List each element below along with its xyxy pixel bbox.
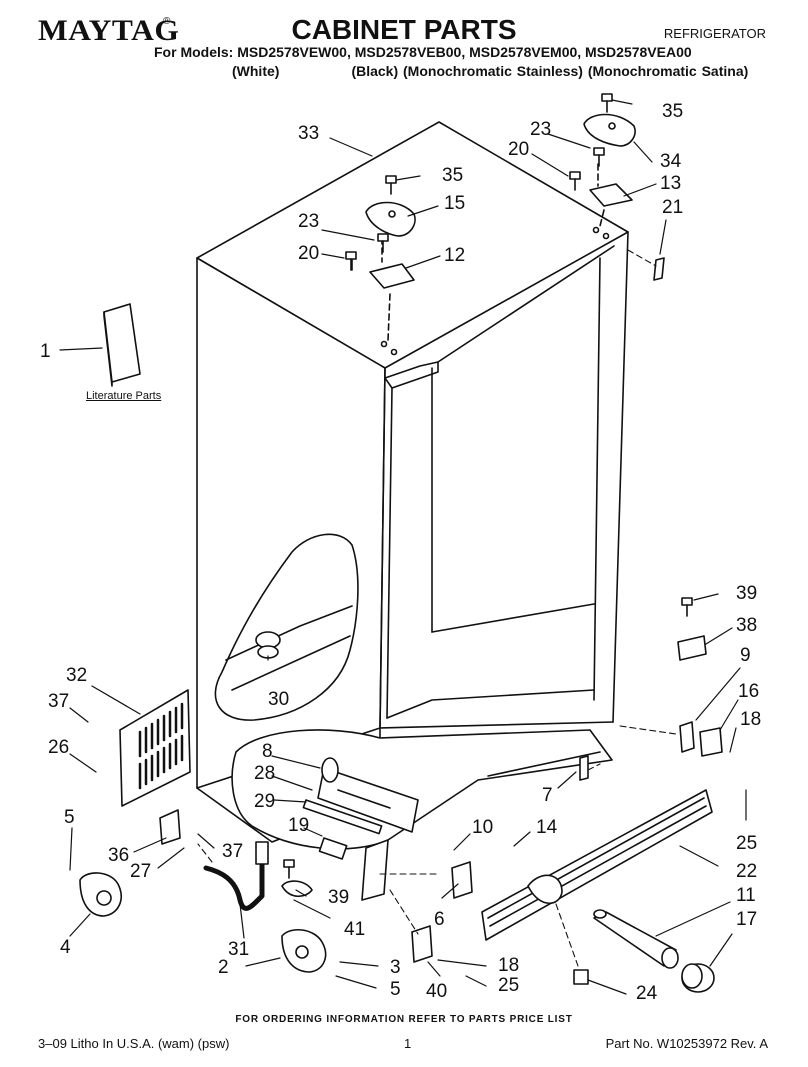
rear-access-cover: [119, 689, 191, 807]
callout-25b: 25: [498, 975, 520, 996]
condenser-assembly: [302, 757, 419, 901]
callout-34: 34: [660, 151, 682, 172]
callout-26: 26: [48, 737, 70, 758]
callout-37b: 37: [222, 841, 244, 862]
callout-8: 8: [262, 741, 273, 762]
lower-rear-parts: [79, 631, 327, 973]
top-hinge-freezer: [351, 201, 416, 356]
finish-others: (Black) (Monochromatic Stainless) (Monoc…: [351, 63, 749, 79]
toe-grille: [481, 789, 713, 941]
cabinet-shell: [196, 121, 629, 850]
misc-brackets: [411, 635, 723, 985]
callout-17: 17: [736, 909, 758, 930]
callout-28: 28: [254, 763, 276, 784]
callout-10: 10: [472, 817, 494, 838]
literature-parts-illustration: [103, 303, 141, 387]
callout-25: 25: [736, 833, 758, 854]
product-category: REFRIGERATOR: [663, 26, 766, 41]
callout-29: 29: [254, 791, 276, 812]
callout-33: 33: [298, 123, 320, 144]
dashed-guides: [197, 249, 677, 967]
callout-13: 13: [660, 173, 682, 194]
callout-31: 31: [228, 939, 250, 960]
water-filter: [593, 909, 679, 969]
callout-3: 3: [390, 957, 401, 978]
callout-23b: 23: [530, 119, 552, 140]
finish-white: (White): [232, 63, 280, 79]
callout-32: 32: [66, 665, 88, 686]
callout-40: 40: [426, 981, 448, 1002]
callout-5b: 5: [390, 979, 401, 1000]
callout-27: 27: [130, 861, 152, 882]
callout-5: 5: [64, 807, 75, 828]
filter-cap: [681, 963, 715, 993]
callout-11: 11: [736, 885, 756, 906]
callout-14: 14: [536, 817, 558, 838]
callout-24: 24: [636, 983, 658, 1004]
ordering-note: FOR ORDERING INFORMATION REFER TO PARTS …: [235, 1014, 573, 1025]
callout-leaders: [59, 99, 747, 995]
finishes-line: (White) (Black) (Monochromatic Stainless)…: [232, 63, 748, 79]
callout-2: 2: [218, 957, 229, 978]
part-number: Part No. W10253972 Rev. A: [605, 1036, 768, 1051]
brand-registered-mark: ®: [163, 16, 171, 27]
literature-parts-label: Literature Parts: [86, 390, 162, 402]
callout-1: 1: [40, 341, 51, 362]
callout-20b: 20: [508, 139, 530, 160]
callout-35b: 35: [442, 165, 464, 186]
page-title: CABINET PARTS: [291, 14, 517, 45]
print-info: 3–09 Litho In U.S.A. (wam) (psw): [38, 1036, 230, 1051]
callout-22: 22: [736, 861, 758, 882]
brand-logo: MAYTAG: [38, 14, 180, 47]
top-hinge-fresh-food: [583, 113, 665, 281]
page-number: 1: [404, 1036, 412, 1051]
screw-icons: [283, 93, 693, 879]
callout-39b: 39: [328, 887, 350, 908]
callout-20: 20: [298, 243, 320, 264]
callout-18b: 18: [498, 955, 520, 976]
callout-4: 4: [60, 937, 71, 958]
callout-30: 30: [268, 689, 290, 710]
callout-15: 15: [444, 193, 466, 214]
callout-37: 37: [48, 691, 70, 712]
models-line: For Models: MSD2578VEW00, MSD2578VEB00, …: [154, 44, 692, 60]
callout-41: 41: [344, 919, 366, 940]
callout-7: 7: [542, 785, 553, 806]
callout-16: 16: [738, 681, 760, 702]
callout-23: 23: [298, 211, 320, 232]
callout-12: 12: [444, 245, 466, 266]
callout-18: 18: [740, 709, 762, 730]
callout-6: 6: [434, 909, 445, 930]
callout-35: 35: [662, 101, 684, 122]
callout-9: 9: [740, 645, 751, 666]
callout-36: 36: [108, 845, 130, 866]
callout-19: 19: [288, 815, 310, 836]
callout-39: 39: [736, 583, 758, 604]
callout-38: 38: [736, 615, 758, 636]
callout-21: 21: [662, 197, 684, 218]
